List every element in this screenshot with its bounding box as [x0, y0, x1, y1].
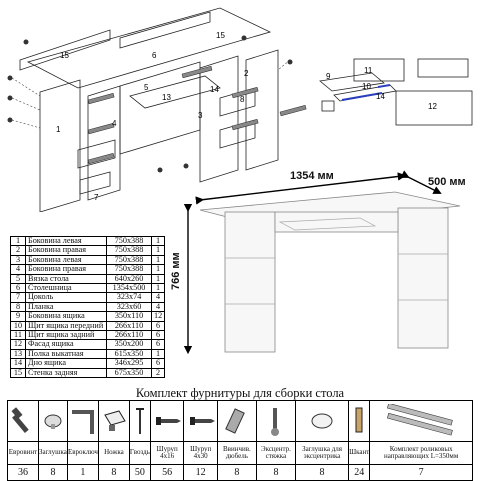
part-size: 350x200	[106, 339, 152, 350]
drawer-diagram: 9 10 11 12 14	[312, 55, 480, 130]
hardware-count: 1	[66, 464, 99, 481]
callout: 2	[244, 69, 249, 78]
part-n: 9	[10, 311, 26, 322]
cap-icon	[38, 400, 68, 442]
hardware-count: 24	[348, 464, 371, 481]
wood-screw-icon	[149, 400, 185, 442]
callout: 15	[60, 51, 69, 60]
depth-dimension: 500 мм	[428, 176, 466, 188]
hardware-count: 50	[128, 464, 151, 481]
part-name: Стенка задняя	[25, 367, 107, 379]
dowel-pin-icon	[348, 400, 371, 442]
part-qty: 1	[150, 264, 166, 275]
callout: 12	[428, 102, 437, 111]
part-size: 675x350	[106, 367, 152, 379]
part-size: 750x388	[106, 245, 152, 256]
hardware-count: 36	[7, 464, 39, 481]
hardware-label: Эксцентр. стяжка	[255, 441, 297, 465]
hardware-label: Комплект роликовых направляющих L=350мм	[369, 441, 473, 465]
callout: 15	[216, 31, 225, 40]
height-dimension: 766 мм	[170, 252, 182, 290]
nail-icon	[128, 400, 151, 442]
part-n: 2	[10, 245, 26, 256]
part-name: Боковина ящика	[25, 311, 107, 322]
part-n: 15	[10, 367, 26, 379]
callout: 13	[162, 93, 171, 102]
part-name: Цоколь	[25, 292, 107, 303]
hardware-label: Евровинт	[7, 441, 39, 465]
part-name: Фасад ящика	[25, 339, 107, 350]
callout: 7	[94, 193, 99, 202]
eccentric-cap-icon	[295, 400, 350, 442]
hardware-label: Гвоздь	[128, 441, 151, 465]
hardware-label: Шуруп 4x16	[149, 441, 185, 465]
callout: 14	[376, 92, 385, 101]
hex-key-icon	[66, 400, 99, 442]
part-n: 7	[10, 292, 26, 303]
eccentric-stud-icon	[255, 400, 297, 442]
assembly-diagram: 15 6 15 1 2 3 4 5 7 8 13 14	[0, 0, 312, 212]
part-name: Дно ящика	[25, 358, 107, 369]
callout: 8	[240, 95, 245, 104]
hardware-title: Комплект фурнитуры для сборки стола	[135, 386, 345, 400]
callout: 10	[362, 82, 371, 91]
hardware-count: 7	[369, 464, 473, 481]
callout: 3	[198, 111, 203, 120]
screw-icon	[7, 400, 39, 442]
dowel-icon	[216, 400, 257, 442]
desk-drawing	[170, 170, 480, 365]
hardware-count: 8	[97, 464, 130, 481]
hardware-label: Евроключ	[66, 441, 99, 465]
part-qty: 2	[150, 367, 166, 379]
hardware-label: Заглушка	[38, 441, 68, 465]
hardware-count: 8	[38, 464, 68, 481]
part-qty: 4	[150, 292, 166, 303]
part-qty: 12	[150, 311, 166, 322]
part-n: 12	[10, 339, 26, 350]
hardware-count: 8	[255, 464, 297, 481]
part-name: Боковина правая	[25, 245, 107, 256]
callout: 14	[210, 85, 219, 94]
hardware-label: Ножка	[97, 441, 130, 465]
callout: 5	[144, 83, 149, 92]
part-name: Боковина правая	[25, 264, 107, 275]
part-size: 350x110	[106, 311, 152, 322]
roller-rail-icon	[369, 400, 473, 442]
hardware-label: Шуруп 4x30	[183, 441, 218, 465]
callout: 1	[56, 125, 61, 134]
callout: 9	[326, 72, 331, 81]
callout: 11	[364, 66, 373, 75]
callout: 6	[152, 51, 157, 60]
callout: 4	[112, 119, 117, 128]
hardware-count: 8	[295, 464, 350, 481]
part-size: 323x74	[106, 292, 152, 303]
part-qty: 6	[150, 339, 166, 350]
part-size: 346x295	[106, 358, 152, 369]
hardware-label: Шкант	[348, 441, 371, 465]
part-qty: 6	[150, 358, 166, 369]
part-n: 14	[10, 358, 26, 369]
wood-screw-icon	[183, 400, 218, 442]
hardware-count: 8	[216, 464, 257, 481]
part-n: 4	[10, 264, 26, 275]
hardware-count: 12	[183, 464, 218, 481]
leg-icon	[97, 400, 130, 442]
hardware-count: 56	[149, 464, 185, 481]
width-dimension: 1354 мм	[290, 170, 334, 182]
hardware-label: Ввинчив. дюбель	[216, 441, 257, 465]
part-size: 750x388	[106, 264, 152, 275]
part-qty: 1	[150, 245, 166, 256]
hardware-label: Заглушка для эксцентрика	[295, 441, 350, 465]
